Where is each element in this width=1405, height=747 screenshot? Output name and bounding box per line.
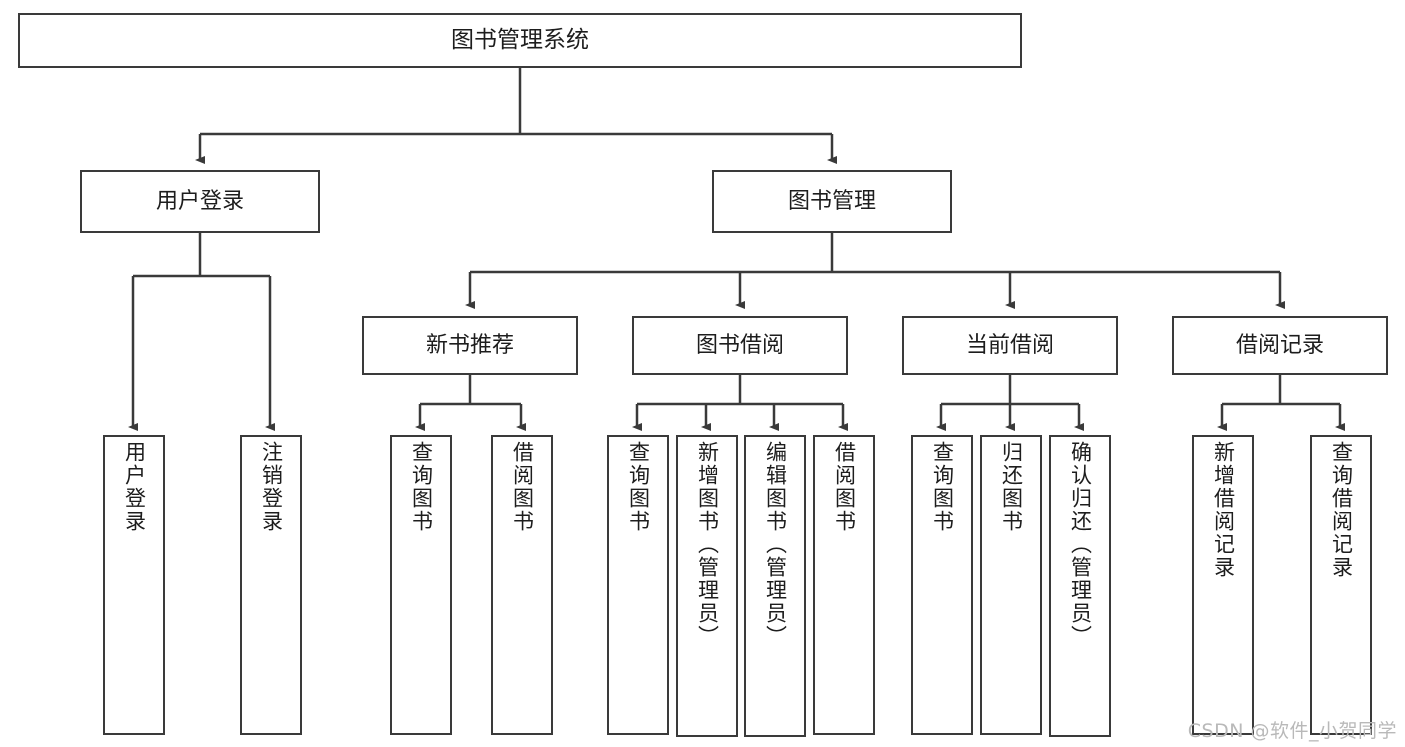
node-new-book-rec[interactable]: 新书推荐 — [362, 316, 578, 375]
node-borrow-record-label: 借阅记录 — [1235, 332, 1324, 358]
node-leaf-query-book-1-label: 查询图书 — [409, 441, 434, 533]
node-current-borrow-label: 当前借阅 — [965, 332, 1054, 358]
node-leaf-borrow-book-2[interactable]: 借阅图书 — [813, 435, 875, 735]
node-leaf-return-book-label: 归还图书 — [999, 441, 1024, 533]
node-user-login-label: 用户登录 — [155, 188, 244, 214]
node-user-login[interactable]: 用户登录 — [80, 170, 320, 233]
node-current-borrow[interactable]: 当前借阅 — [902, 316, 1118, 375]
node-borrow-record[interactable]: 借阅记录 — [1172, 316, 1388, 375]
node-leaf-add-book[interactable]: 新增图书（管理员） — [676, 435, 738, 737]
node-root-label: 图书管理系统 — [451, 27, 589, 54]
node-leaf-confirm-return[interactable]: 确认归还（管理员） — [1049, 435, 1111, 737]
node-leaf-edit-book[interactable]: 编辑图书（管理员） — [744, 435, 806, 737]
node-leaf-query-record[interactable]: 查询借阅记录 — [1310, 435, 1372, 735]
node-leaf-add-record[interactable]: 新增借阅记录 — [1192, 435, 1254, 735]
node-leaf-add-record-label: 新增借阅记录 — [1211, 441, 1236, 579]
node-leaf-borrow-book-1-label: 借阅图书 — [510, 441, 535, 533]
node-new-book-rec-label: 新书推荐 — [425, 332, 514, 358]
node-book-manage-label: 图书管理 — [787, 188, 876, 214]
node-leaf-query-book-3-label: 查询图书 — [930, 441, 955, 533]
node-leaf-query-book-1[interactable]: 查询图书 — [390, 435, 452, 735]
node-leaf-edit-book-label: 编辑图书（管理员） — [763, 441, 788, 648]
node-book-manage[interactable]: 图书管理 — [712, 170, 952, 233]
node-leaf-logout[interactable]: 注销登录 — [240, 435, 302, 735]
node-leaf-query-book-2[interactable]: 查询图书 — [607, 435, 669, 735]
node-book-borrow-label: 图书借阅 — [695, 332, 784, 358]
node-leaf-query-record-label: 查询借阅记录 — [1329, 441, 1354, 579]
node-leaf-borrow-book-1[interactable]: 借阅图书 — [491, 435, 553, 735]
node-leaf-query-book-2-label: 查询图书 — [626, 441, 651, 533]
node-leaf-return-book[interactable]: 归还图书 — [980, 435, 1042, 735]
node-leaf-query-book-3[interactable]: 查询图书 — [911, 435, 973, 735]
csdn-watermark: CSDN @软件_小贺同学 — [1187, 720, 1397, 742]
node-leaf-borrow-book-2-label: 借阅图书 — [832, 441, 857, 533]
node-leaf-user-login[interactable]: 用户登录 — [103, 435, 165, 735]
node-leaf-add-book-label: 新增图书（管理员） — [695, 441, 720, 648]
node-leaf-confirm-return-label: 确认归还（管理员） — [1068, 441, 1093, 648]
node-leaf-logout-label: 注销登录 — [259, 441, 284, 533]
node-root[interactable]: 图书管理系统 — [18, 13, 1022, 68]
node-leaf-user-login-label: 用户登录 — [122, 441, 147, 533]
node-book-borrow[interactable]: 图书借阅 — [632, 316, 848, 375]
